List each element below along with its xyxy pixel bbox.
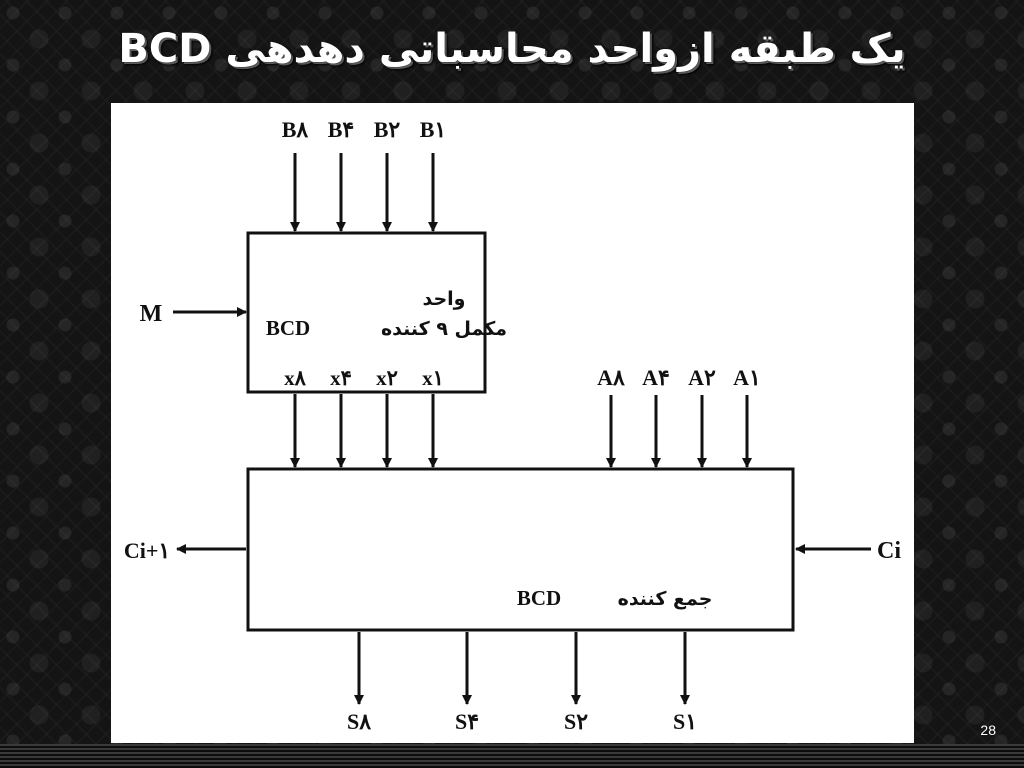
adder-label-acronym: BCD	[517, 586, 561, 610]
a4-label: A۴	[642, 365, 670, 390]
complement-label-line1: واحد	[423, 288, 466, 310]
slide-title-text: یک طبقه ازواحد محاسباتی دهدهی BCD	[118, 26, 906, 72]
adder-label: جمع کننده	[618, 588, 713, 610]
b1-label: B۱	[420, 117, 447, 142]
complement-label-acronym: BCD	[266, 316, 310, 340]
complement-label-line2: مکمل ۹ کننده	[381, 318, 507, 340]
slide-title: یک طبقه ازواحد محاسباتی دهدهی BCD	[0, 14, 1024, 84]
bcd-stage-diagram: واحد مکمل ۹ کننده BCD B۸ B۴ B۲ B۱ M x۸ x…	[124, 117, 902, 734]
complement-block	[246, 231, 487, 394]
x-outputs: x۸ x۴ x۲ x۱	[284, 366, 444, 468]
b2-label: B۲	[374, 117, 401, 142]
a-inputs: A۸ A۴ A۲ A۱	[597, 365, 761, 468]
s2-label: S۲	[564, 709, 588, 734]
x2-label: x۲	[376, 366, 398, 390]
a8-label: A۸	[597, 365, 625, 390]
carry-out-label: Ci+۱	[124, 538, 170, 563]
a1-label: A۱	[733, 365, 761, 390]
x4-label: x۴	[330, 366, 352, 390]
a2-label: A۲	[688, 365, 716, 390]
x1-label: x۱	[422, 366, 444, 390]
m-label: M	[140, 301, 163, 327]
diagram-panel: واحد مکمل ۹ کننده BCD B۸ B۴ B۲ B۱ M x۸ x…	[111, 103, 914, 743]
s1-label: S۱	[673, 709, 697, 734]
bottom-bar	[0, 744, 1024, 768]
b4-label: B۴	[328, 117, 355, 142]
s8-label: S۸	[347, 709, 371, 734]
adder-block	[246, 467, 795, 632]
s4-label: S۴	[455, 709, 479, 734]
b8-label: B۸	[282, 117, 309, 142]
s-outputs: S۸ S۴ S۲ S۱	[347, 632, 697, 734]
b-inputs: B۸ B۴ B۲ B۱	[282, 117, 447, 232]
page-number: 28	[980, 722, 996, 738]
x8-label: x۸	[284, 366, 307, 390]
carry-in-label: Ci	[877, 538, 901, 564]
